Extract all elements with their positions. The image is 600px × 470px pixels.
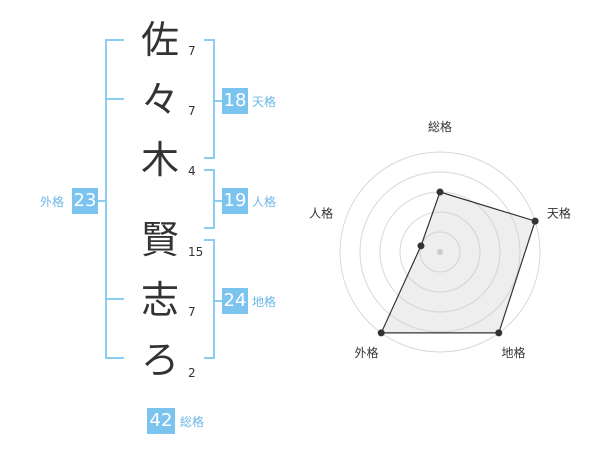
jinkaku-label: 人格 [252,195,277,209]
radar-ring [419,231,461,273]
radar-axis-label-3: 地格 [501,345,525,360]
radar-point-5 [417,242,425,250]
stroke-count-6: 2 [188,366,196,380]
name-char-6: ろ [140,338,179,382]
gaikaku-bracket [105,39,124,359]
chikaku-value: 24 [222,288,248,314]
radar-axis-label-1: 総格 [428,119,452,134]
stroke-count-3: 4 [188,164,196,178]
jinkaku-bracket [204,169,215,229]
radar-center-point [437,249,443,255]
stroke-count-5: 7 [188,305,196,319]
gaikaku-value: 23 [72,188,98,214]
jinkaku-value: 19 [222,188,248,214]
radar-point-1 [436,188,444,196]
radar-point-4 [377,329,385,337]
radar-point-3 [495,329,503,337]
radar-ring [399,211,481,293]
stroke-count-1: 7 [188,44,196,58]
stroke-count-2: 7 [188,104,196,118]
name-char-4: 賢 [140,218,179,262]
name-char-5: 志 [140,278,179,322]
radar-polygon [380,191,536,334]
tenkaku-label: 天格 [252,95,277,109]
soukaku-label: 総格 [180,415,205,429]
radar-ring [339,151,541,353]
chikaku-label: 地格 [252,295,277,309]
radar-axis-label-2: 天格 [547,205,571,220]
name-char-3: 木 [140,138,179,182]
name-char-1: 佐 [140,18,179,62]
radar-axis-label-5: 人格 [309,205,333,220]
radar-point-2 [531,217,539,225]
name-char-2: 々 [140,78,179,122]
tenkaku-value: 18 [222,88,248,114]
gaikaku-label: 外格 [40,195,65,209]
radar-ring [359,171,521,333]
soukaku-value: 42 [147,408,175,434]
stroke-count-4: 15 [188,245,204,259]
radar-axis-label-4: 外格 [355,345,379,360]
chikaku-bracket [204,239,215,359]
tenkaku-bracket [204,39,215,159]
